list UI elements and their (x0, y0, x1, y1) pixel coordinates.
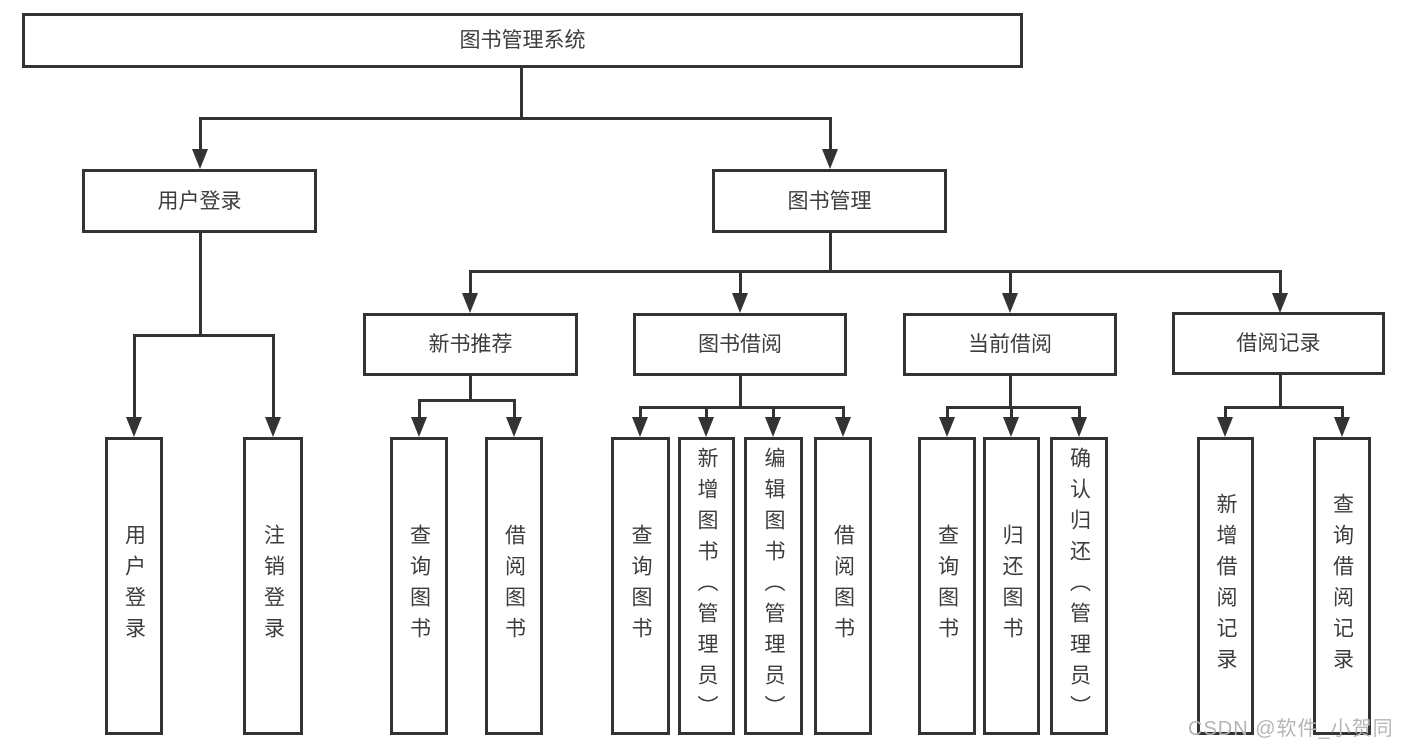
arrow-down-icon (822, 149, 838, 169)
arrow-down-icon (1217, 417, 1233, 437)
node-book-management: 图书管理 (712, 169, 947, 233)
connector-segment (513, 399, 516, 419)
node-current-borrow-label: 当前借阅 (968, 333, 1052, 356)
arrow-down-icon (192, 149, 208, 169)
connector-segment (418, 399, 421, 419)
leaf-borrow-borrow-books-label: 借阅图书 (831, 524, 855, 648)
node-borrow-records: 借阅记录 (1172, 312, 1385, 375)
connector-segment (829, 233, 832, 271)
connector-segment (199, 233, 202, 335)
connector-segment (639, 406, 642, 419)
arrow-down-icon (462, 293, 478, 313)
arrow-down-icon (1071, 417, 1087, 437)
arrow-down-icon (126, 417, 142, 437)
leaf-current-confirm-return-admin-label: 确认归还（管理员） (1067, 446, 1091, 726)
connector-segment (1078, 406, 1081, 419)
connector-segment (739, 376, 742, 407)
node-borrow-records-label: 借阅记录 (1236, 332, 1321, 355)
connector-segment (1009, 376, 1012, 407)
connector-segment (1009, 270, 1012, 295)
watermark: CSDN @软件_小贺同学 (1188, 718, 1394, 740)
leaf-newbook-borrow-books-label: 借阅图书 (502, 524, 526, 648)
leaf-borrow-edit-books-admin-label: 编辑图书（管理员） (762, 446, 785, 726)
node-current-borrow: 当前借阅 (903, 313, 1117, 376)
leaf-current-query-books-label: 查询图书 (935, 524, 959, 648)
connector-segment (772, 406, 775, 419)
node-book-management-label: 图书管理 (787, 189, 872, 213)
connector-segment (418, 399, 516, 402)
arrow-down-icon (411, 417, 427, 437)
leaf-records-add-record: 新增借阅记录 (1197, 437, 1254, 735)
arrow-down-icon (506, 417, 522, 437)
connector-segment (1224, 406, 1344, 409)
connector-segment (639, 406, 845, 409)
connector-segment (469, 270, 1282, 273)
connector-segment (842, 406, 845, 419)
leaf-newbook-borrow-books: 借阅图书 (485, 437, 543, 735)
arrow-down-icon (632, 417, 648, 437)
leaf-current-query-books: 查询图书 (918, 437, 976, 735)
leaf-borrow-query-books: 查询图书 (611, 437, 670, 735)
leaf-logout-label: 注销登录 (261, 524, 285, 648)
connector-segment (1224, 406, 1227, 419)
arrow-down-icon (835, 417, 851, 437)
connector-segment (1010, 406, 1013, 419)
leaf-borrow-edit-books-admin: 编辑图书（管理员） (744, 437, 803, 735)
arrow-down-icon (939, 417, 955, 437)
leaf-records-query-record-label: 查询借阅记录 (1330, 493, 1354, 679)
leaf-records-add-record-label: 新增借阅记录 (1214, 493, 1237, 679)
connector-segment (946, 406, 1081, 409)
arrow-down-icon (732, 293, 748, 313)
leaf-borrow-add-books-admin-label: 新增图书（管理员） (695, 446, 718, 726)
leaf-newbook-query-books: 查询图书 (390, 437, 448, 735)
connector-segment (1341, 406, 1344, 419)
arrow-down-icon (765, 417, 781, 437)
connector-segment (739, 270, 742, 295)
node-user-login-label: 用户登录 (157, 189, 242, 213)
leaf-logout: 注销登录 (243, 437, 303, 735)
leaf-current-confirm-return-admin: 确认归还（管理员） (1050, 437, 1108, 735)
node-user-login: 用户登录 (82, 169, 317, 233)
leaf-borrow-add-books-admin: 新增图书（管理员） (678, 437, 735, 735)
connector-segment (199, 117, 832, 120)
node-book-borrow: 图书借阅 (633, 313, 847, 376)
leaf-user-login-label: 用户登录 (122, 524, 146, 648)
arrow-down-icon (1003, 417, 1019, 437)
leaf-current-return-books-label: 归还图书 (1000, 524, 1023, 648)
connector-segment (829, 117, 832, 151)
connector-segment (133, 334, 274, 337)
arrow-down-icon (1272, 293, 1288, 313)
arrow-down-icon (1334, 417, 1350, 437)
connector-segment (469, 376, 472, 400)
arrow-down-icon (265, 417, 281, 437)
connector-segment (1279, 375, 1282, 407)
connector-segment (520, 68, 523, 118)
leaf-newbook-query-books-label: 查询图书 (407, 524, 431, 648)
node-root: 图书管理系统 (22, 13, 1023, 68)
connector-segment (946, 406, 949, 419)
arrow-down-icon (698, 417, 714, 437)
connector-segment (469, 270, 472, 295)
connector-segment (1279, 270, 1282, 295)
arrow-down-icon (1002, 293, 1018, 313)
leaf-borrow-query-books-label: 查询图书 (629, 524, 652, 648)
node-book-borrow-label: 图书借阅 (698, 333, 782, 356)
leaf-borrow-borrow-books: 借阅图书 (814, 437, 872, 735)
connector-segment (272, 334, 275, 418)
leaf-records-query-record: 查询借阅记录 (1313, 437, 1371, 735)
connector-segment (199, 117, 202, 151)
node-new-book-recommend-label: 新书推荐 (428, 333, 513, 356)
node-root-label: 图书管理系统 (459, 29, 586, 52)
leaf-current-return-books: 归还图书 (983, 437, 1040, 735)
connector-segment (133, 334, 136, 418)
node-new-book-recommend: 新书推荐 (363, 313, 578, 376)
connector-segment (705, 406, 708, 419)
leaf-user-login: 用户登录 (105, 437, 163, 735)
